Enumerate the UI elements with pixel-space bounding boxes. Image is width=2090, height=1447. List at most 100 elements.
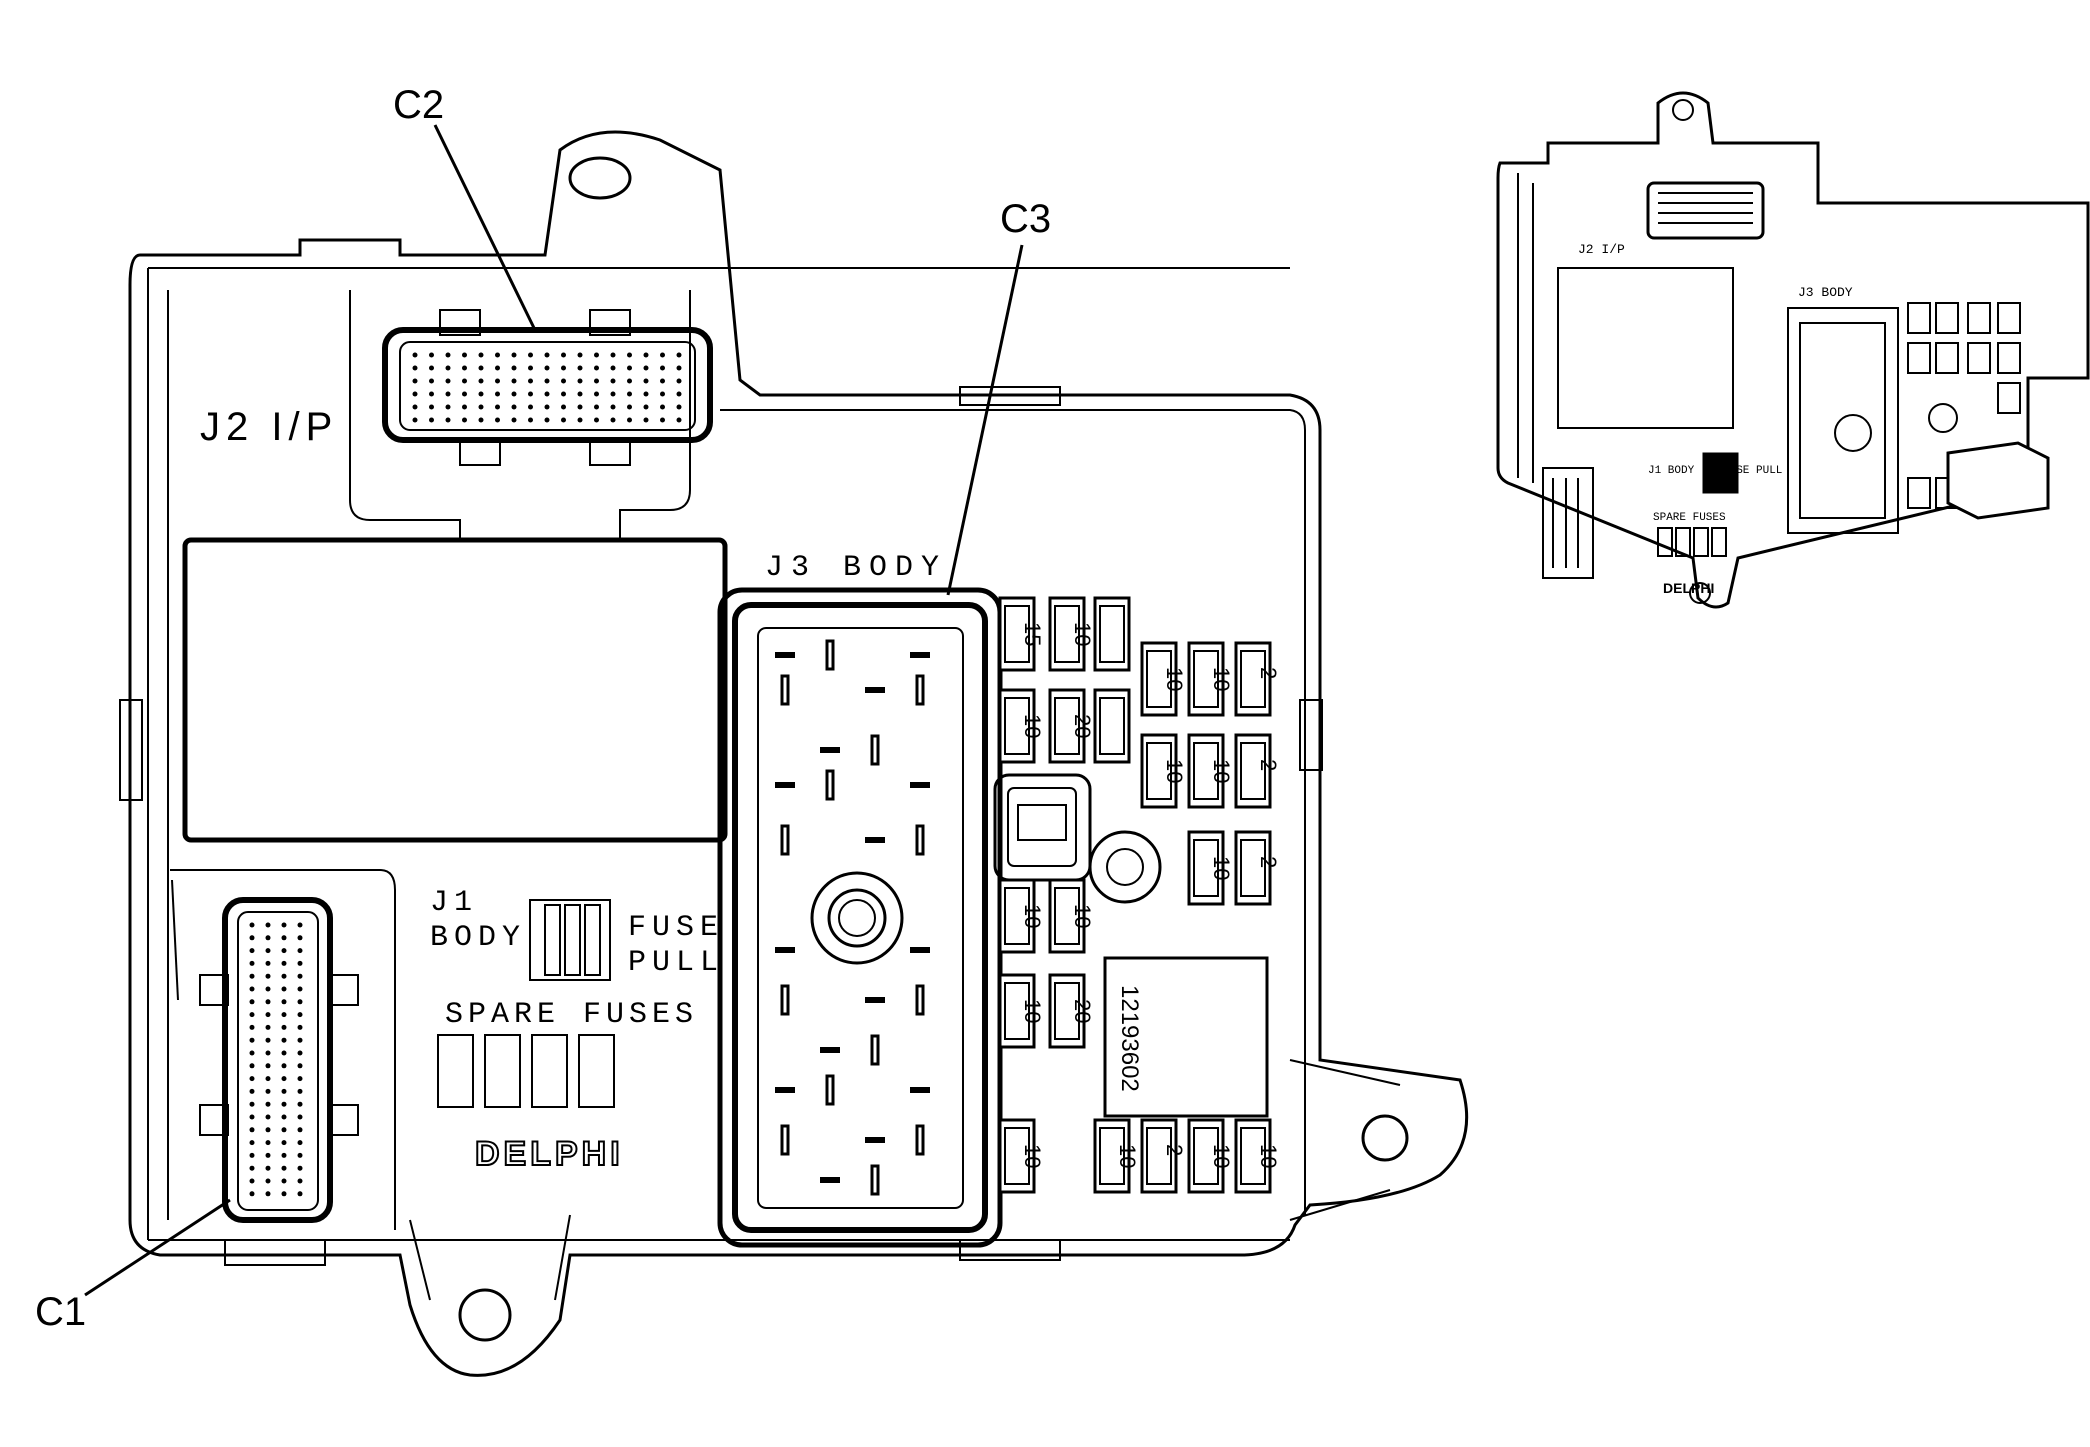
c2-pin — [495, 417, 500, 423]
main-fuse-block: J2 I/P J1 BODY FUSE PULL SPARE FUSES DEL… — [119, 130, 1469, 1377]
c3-terminal — [825, 639, 835, 671]
c1-pin — [249, 973, 255, 979]
c3-terminal — [915, 824, 925, 856]
j2-label: J2 I/P — [200, 405, 338, 449]
c1-pin — [265, 986, 271, 992]
c3-terminal — [820, 1177, 840, 1183]
fuse-rating: 10 — [1020, 904, 1045, 928]
c2-pin — [594, 352, 599, 358]
c3-terminal — [780, 984, 790, 1016]
c2-pin — [528, 365, 533, 371]
c1-pin — [297, 1063, 303, 1069]
c1-pin — [249, 1012, 255, 1018]
c2-pin — [462, 404, 467, 410]
c1-pin — [281, 999, 287, 1005]
part-number: 12193602 — [1116, 985, 1143, 1092]
c1-pin — [265, 1178, 271, 1184]
c2-pin — [445, 365, 451, 371]
c3-terminal — [775, 652, 795, 658]
c2-pin — [610, 365, 616, 371]
fuse-rating: 10 — [1115, 1144, 1140, 1168]
c1-pin — [297, 1114, 303, 1120]
c2-pin — [462, 352, 467, 358]
fuse-rating: 10 — [1162, 667, 1187, 691]
c2-pin — [561, 378, 566, 384]
c1-pin — [265, 1127, 271, 1133]
c2-pin — [462, 391, 467, 397]
mini-fuse — [1093, 596, 1131, 672]
fuse-rating: 10 — [1209, 856, 1234, 880]
c2-pin — [412, 352, 418, 358]
callout-c3: C3 — [1000, 197, 1051, 241]
c1-pin — [265, 1012, 271, 1018]
c2-pin — [429, 391, 434, 397]
c2-pin — [544, 417, 550, 423]
c2-pin — [429, 404, 434, 410]
fuse-rating: 10 — [1256, 1144, 1281, 1168]
c1-pin — [265, 1165, 271, 1171]
relay-box — [1103, 956, 1269, 1118]
c1-pin — [249, 948, 255, 954]
c3-terminal — [865, 687, 885, 693]
c2-pin — [610, 378, 616, 384]
c2-pin — [462, 417, 467, 423]
c1-pin — [297, 1191, 303, 1197]
c2-pin — [577, 378, 583, 384]
c3-terminal — [865, 1137, 885, 1143]
c1-pin — [249, 1063, 255, 1069]
c2-pin — [495, 404, 500, 410]
c2-pin — [445, 404, 451, 410]
c3-terminal — [820, 747, 840, 753]
c3-terminal — [775, 947, 795, 953]
c2-pin — [660, 352, 665, 358]
c2-pin — [429, 378, 434, 384]
fuse-pull-label-2: PULL — [628, 946, 724, 980]
mini-fuse: 10 — [998, 973, 1045, 1049]
c1-pin — [249, 935, 255, 941]
c3-terminal — [865, 997, 885, 1003]
c1-pin — [265, 1152, 271, 1158]
c1-pin — [249, 1191, 255, 1197]
mini-fuse: 20 — [1048, 688, 1095, 764]
c2-pin — [511, 391, 517, 397]
c2-pin — [676, 378, 682, 384]
c2-pin — [478, 391, 484, 397]
mini-fuse: 10 — [1187, 641, 1234, 717]
c1-pin — [249, 1024, 255, 1030]
c1-pin — [281, 1152, 287, 1158]
c2-pin — [429, 352, 434, 358]
c2-pin — [478, 417, 484, 423]
c3-terminal — [780, 674, 790, 706]
c2-pin — [643, 365, 649, 371]
c3-terminal — [915, 1124, 925, 1156]
c1-pin — [265, 1063, 271, 1069]
c2-pin — [627, 391, 632, 397]
c2-pin — [610, 417, 616, 423]
c1-pin — [249, 999, 255, 1005]
c1-pin — [297, 1012, 303, 1018]
c1-pin — [281, 1076, 287, 1082]
j3-label: J3 BODY — [765, 551, 947, 585]
c2-pin — [561, 365, 566, 371]
c2-pin — [495, 391, 500, 397]
c2-pin — [660, 391, 665, 397]
mini-fuse: 15 — [998, 596, 1045, 672]
c2-pin — [544, 404, 550, 410]
c2-pin — [445, 352, 451, 358]
c1-pin — [297, 1140, 303, 1146]
c2-pin — [528, 417, 533, 423]
c2-pin — [577, 391, 583, 397]
c3-terminal — [775, 782, 795, 788]
c1-pin — [281, 1024, 287, 1030]
c3-terminal — [870, 1034, 880, 1066]
c2-pin — [643, 404, 649, 410]
fuse-rating: 2 — [1256, 667, 1281, 679]
c1-pin — [281, 1178, 287, 1184]
c1-pin — [249, 1088, 255, 1094]
c2-pin — [511, 378, 517, 384]
c2-pin — [495, 352, 500, 358]
j1-label-2: BODY — [430, 921, 526, 955]
c2-pin — [627, 404, 632, 410]
fuse-rating: 10 — [1209, 1144, 1234, 1168]
mini-fuse: 2 — [1234, 733, 1281, 809]
